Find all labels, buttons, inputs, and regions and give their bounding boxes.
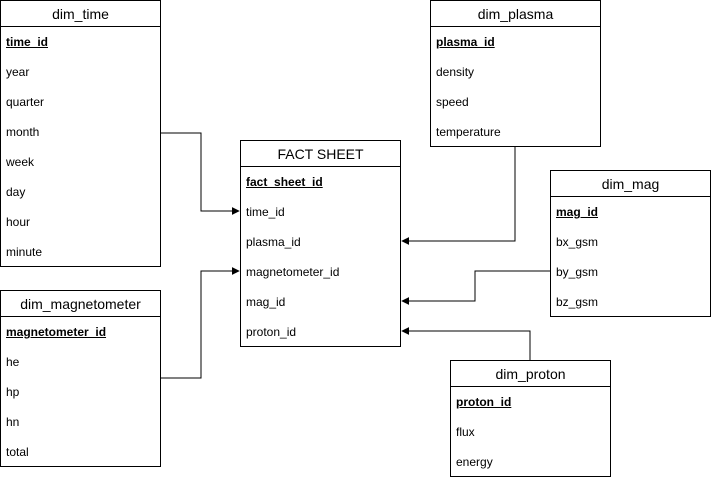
field-proton-id: proton_id bbox=[246, 325, 297, 339]
field-magnetometer-id: magnetometer_id bbox=[246, 265, 340, 279]
field-plasma-id: plasma_id bbox=[246, 235, 301, 249]
field-hn: hn bbox=[6, 415, 20, 429]
entity-dim-time[interactable]: dim_time time_id year quarter month week… bbox=[0, 0, 161, 267]
entity-title: dim_time bbox=[1, 1, 160, 27]
field-time-id: time_id bbox=[6, 35, 49, 49]
field-quarter: quarter bbox=[6, 95, 45, 109]
entity-dim-plasma[interactable]: dim_plasma plasma_id density speed tempe… bbox=[430, 0, 601, 147]
field-day: day bbox=[6, 185, 26, 199]
field-year: year bbox=[6, 65, 30, 79]
field-total: total bbox=[6, 445, 29, 459]
field-plasma-id: plasma_id bbox=[436, 35, 495, 49]
connector-plasma-to-fact bbox=[401, 147, 516, 245]
field-by-gsm: by_gsm bbox=[556, 265, 599, 279]
field-energy: energy bbox=[456, 455, 493, 469]
field-minute: minute bbox=[6, 245, 43, 259]
field-temperature: temperature bbox=[436, 125, 501, 139]
field-proton-id: proton_id bbox=[456, 395, 512, 409]
connector-time-to-fact bbox=[161, 132, 240, 215]
field-time-id: time_id bbox=[246, 205, 285, 219]
connector-mag-to-fact bbox=[401, 270, 550, 305]
field-hour: hour bbox=[6, 215, 31, 229]
field-bx-gsm: bx_gsm bbox=[556, 235, 599, 249]
connector-proton-to-fact bbox=[401, 327, 531, 360]
field-week: week bbox=[6, 155, 35, 169]
field-speed: speed bbox=[436, 95, 469, 109]
entity-fact-sheet[interactable]: FACT SHEET fact_sheet_id time_id plasma_… bbox=[240, 140, 401, 347]
entity-title: dim_proton bbox=[451, 361, 610, 387]
field-flux: flux bbox=[456, 425, 475, 439]
field-month: month bbox=[6, 125, 40, 139]
field-mag-id: mag_id bbox=[556, 205, 599, 219]
field-fact-sheet-id: fact_sheet_id bbox=[246, 175, 323, 189]
entity-title: dim_mag bbox=[551, 171, 710, 197]
entity-title: FACT SHEET bbox=[241, 141, 400, 167]
entity-title: dim_plasma bbox=[431, 1, 600, 27]
connector-magnetometer-to-fact bbox=[161, 267, 240, 379]
field-mag-id: mag_id bbox=[246, 295, 286, 309]
entity-dim-magnetometer[interactable]: dim_magnetometer magnetometer_id he hp h… bbox=[0, 290, 161, 467]
entity-dim-mag[interactable]: dim_mag mag_id bx_gsm by_gsm bz_gsm bbox=[550, 170, 711, 317]
field-hp: hp bbox=[6, 385, 20, 399]
entity-title: dim_magnetometer bbox=[1, 291, 160, 317]
field-bz-gsm: bz_gsm bbox=[556, 295, 599, 309]
entity-dim-proton[interactable]: dim_proton proton_id flux energy bbox=[450, 360, 611, 477]
field-he: he bbox=[6, 355, 20, 369]
field-magnetometer-id: magnetometer_id bbox=[6, 325, 107, 339]
field-density: density bbox=[436, 65, 475, 79]
